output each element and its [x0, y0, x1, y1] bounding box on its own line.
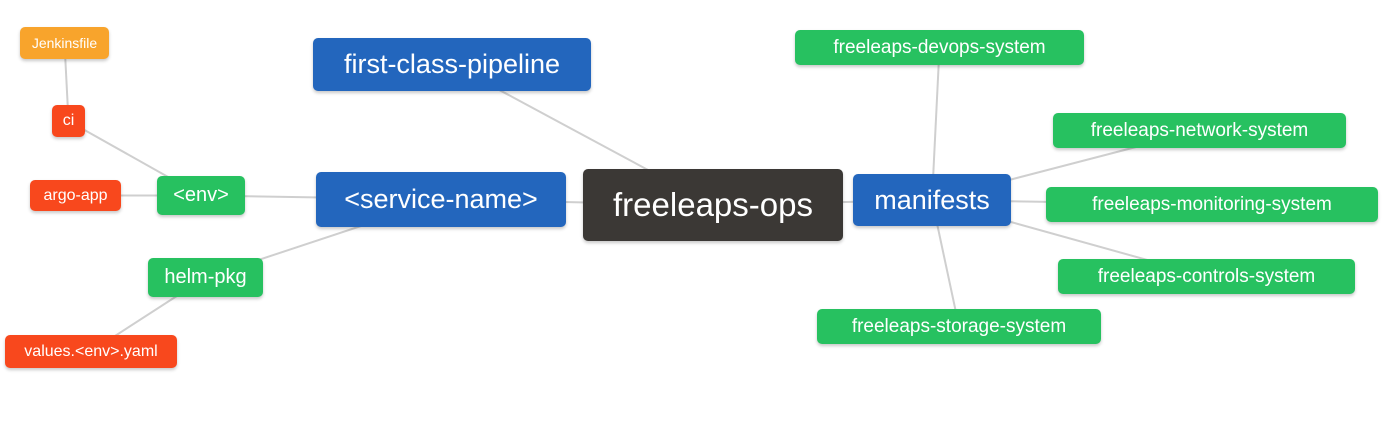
node-freeleaps-monitoring-system[interactable]: freeleaps-monitoring-system	[1046, 187, 1378, 222]
node-helm-pkg[interactable]: helm-pkg	[148, 258, 263, 297]
node-freeleaps-storage-system[interactable]: freeleaps-storage-system	[817, 309, 1101, 344]
node-values-env-yaml[interactable]: values.<env>.yaml	[5, 335, 177, 368]
node-service-name[interactable]: <service-name>	[316, 172, 566, 227]
node-freeleaps-network-system[interactable]: freeleaps-network-system	[1053, 113, 1346, 148]
node-first-class-pipeline[interactable]: first-class-pipeline	[313, 38, 591, 91]
node-argo-app[interactable]: argo-app	[30, 180, 121, 211]
node-freeleaps-devops-system[interactable]: freeleaps-devops-system	[795, 30, 1084, 65]
node-freeleaps-controls-system[interactable]: freeleaps-controls-system	[1058, 259, 1355, 294]
node-env[interactable]: <env>	[157, 176, 245, 215]
node-manifests[interactable]: manifests	[853, 174, 1011, 226]
node-ci[interactable]: ci	[52, 105, 85, 137]
node-freeleaps-ops[interactable]: freeleaps-ops	[583, 169, 843, 241]
node-jenkinsfile[interactable]: Jenkinsfile	[20, 27, 109, 59]
